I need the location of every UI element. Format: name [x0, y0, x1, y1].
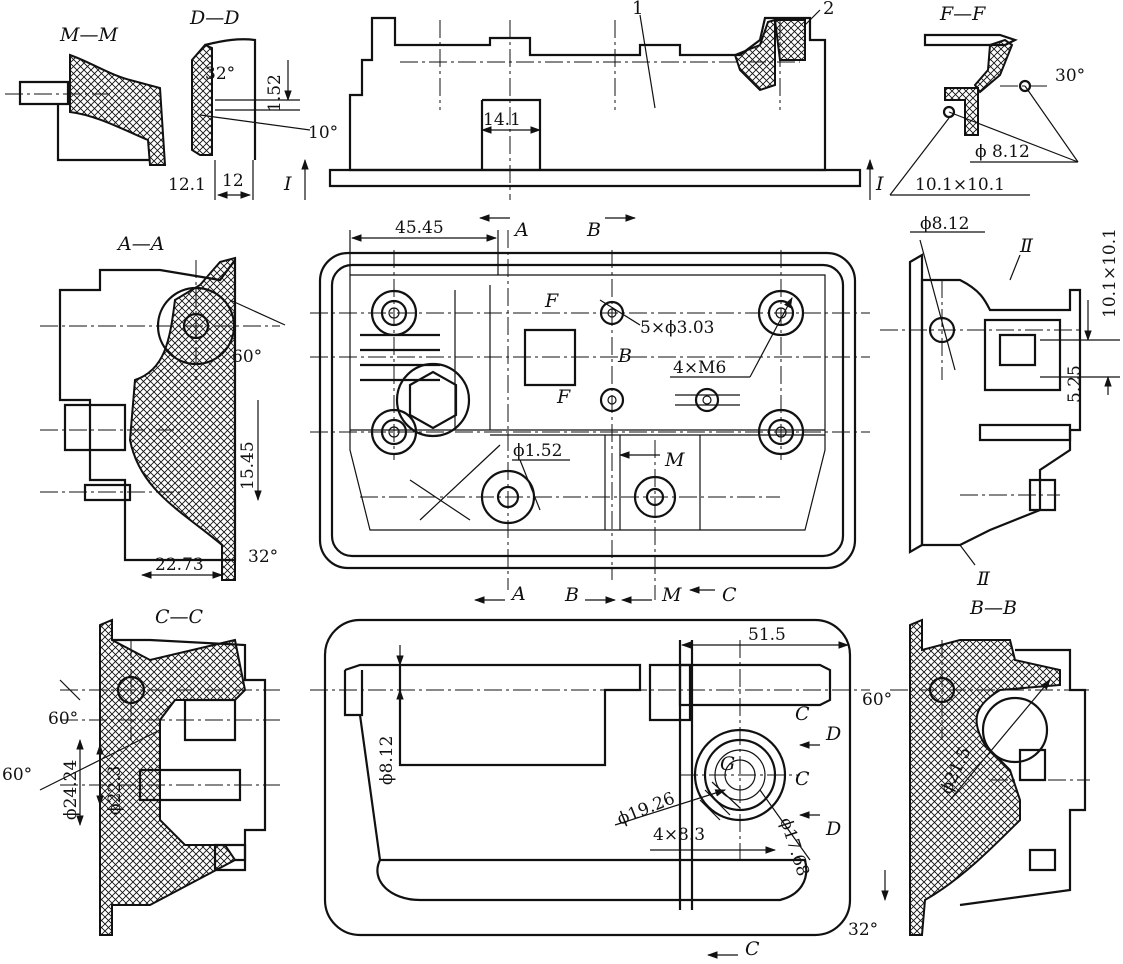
dim-4x8-3: 4×8.3	[653, 825, 705, 845]
marker-d-bottom: D	[825, 818, 841, 840]
dim-5-25: 5.25	[1065, 365, 1085, 403]
section-label-ff: F—F	[939, 3, 986, 25]
dim-8-12-right: ϕ8.12	[920, 214, 969, 234]
dim-8-12-ff: ϕ 8.12	[975, 142, 1030, 162]
section-bb: B—B ϕ21.5 60° 32°	[848, 597, 1090, 940]
marker-roman1-left: Ⅰ	[283, 173, 292, 195]
marker-b-mid: B	[617, 345, 632, 367]
marker-m-bottom: M	[661, 584, 682, 606]
marker-roman1-right: Ⅰ	[875, 173, 884, 195]
marker-c-bottom: C	[722, 584, 737, 606]
marker-f-top: F	[544, 290, 559, 312]
dim-60-bb: 60°	[862, 690, 892, 710]
marker-g: G	[720, 753, 735, 775]
section-cc: C—C 60° 60° ϕ24.24 ϕ22.3	[2, 606, 280, 936]
section-label-dd: D—D	[189, 7, 239, 29]
marker-f-bottom: F	[556, 386, 571, 408]
view-top: 14.1 1 2 Ⅰ Ⅰ	[283, 0, 884, 200]
dim-1-52-dd: 1.52	[265, 74, 285, 112]
dim-12-1: 12.1	[168, 175, 206, 195]
dim-60-aa: 60°	[232, 347, 262, 367]
section-label-mm: M—M	[59, 24, 118, 46]
dim-30deg: 30°	[1055, 66, 1085, 86]
dim-32-aa: 32°	[248, 547, 278, 567]
dim-22-3: ϕ22.3	[105, 766, 125, 815]
marker-m-mid: M	[664, 449, 685, 471]
marker-d-top: D	[825, 723, 841, 745]
marker-b-bottom: B	[564, 584, 579, 606]
section-ff: F—F ϕ 8.12 10.1×10.1 30°	[889, 3, 1085, 196]
section-dd: D—D 32° 1.52 10° 12.1 12	[168, 7, 338, 200]
dim-60-cc-1: 60°	[48, 709, 78, 729]
dim-10deg: 10°	[308, 123, 338, 143]
dim-15-45: 15.45	[238, 441, 258, 490]
dim-10-1-right: 10.1×10.1	[1100, 228, 1120, 318]
dim-12: 12	[222, 171, 244, 191]
dim-4xm6: 4×M6	[673, 358, 726, 378]
dim-24-24: ϕ24.24	[61, 760, 81, 820]
view-right: ϕ8.12 10.1×10.1 5.25 Ⅱ Ⅱ	[880, 214, 1120, 590]
dim-14-1: 14.1	[483, 110, 521, 130]
dim-8-12-bottom: ϕ8.12	[377, 736, 397, 785]
marker-c-foot: C	[745, 938, 760, 960]
part-number-1: 1	[632, 0, 643, 19]
section-label-bb: B—B	[969, 597, 1017, 619]
dim-60-cc-2: 60°	[2, 765, 32, 785]
marker-roman2-bottom: Ⅱ	[976, 568, 991, 590]
marker-a-top: A	[513, 219, 529, 241]
dim-22-73: 22.73	[155, 555, 204, 575]
marker-a-bottom: A	[510, 583, 526, 605]
dim-51-5: 51.5	[748, 625, 786, 645]
view-bottom: 51.5 ϕ8.12 ϕ19.26 4×8.3 ϕ17.68 G C C D D…	[310, 618, 870, 960]
marker-c-view1: C	[795, 703, 810, 725]
part-number-2: 2	[823, 0, 834, 19]
dim-19-26: ϕ19.26	[614, 789, 677, 830]
marker-b-top: B	[586, 219, 601, 241]
section-mm: M—M	[5, 24, 167, 166]
marker-c-view2: C	[795, 768, 810, 790]
dim-32-dd: 32°	[205, 64, 235, 84]
view-main: 45.45 5×ϕ3.03 4×M6 ϕ1.52 A B B F F M A B…	[310, 214, 870, 606]
dim-32-bb: 32°	[848, 920, 878, 940]
section-aa: A—A 60° 15.45 32° 22.73	[40, 233, 286, 581]
marker-roman2-top: Ⅱ	[1019, 235, 1034, 257]
section-label-aa: A—A	[116, 233, 164, 255]
dim-5x3-03: 5×ϕ3.03	[640, 318, 715, 338]
dim-45-45: 45.45	[395, 218, 444, 238]
dim-17-68: ϕ17.68	[775, 815, 813, 878]
dim-1-52-top: ϕ1.52	[513, 441, 562, 461]
section-label-cc: C—C	[155, 606, 204, 628]
dim-10-1-ff: 10.1×10.1	[915, 175, 1005, 195]
